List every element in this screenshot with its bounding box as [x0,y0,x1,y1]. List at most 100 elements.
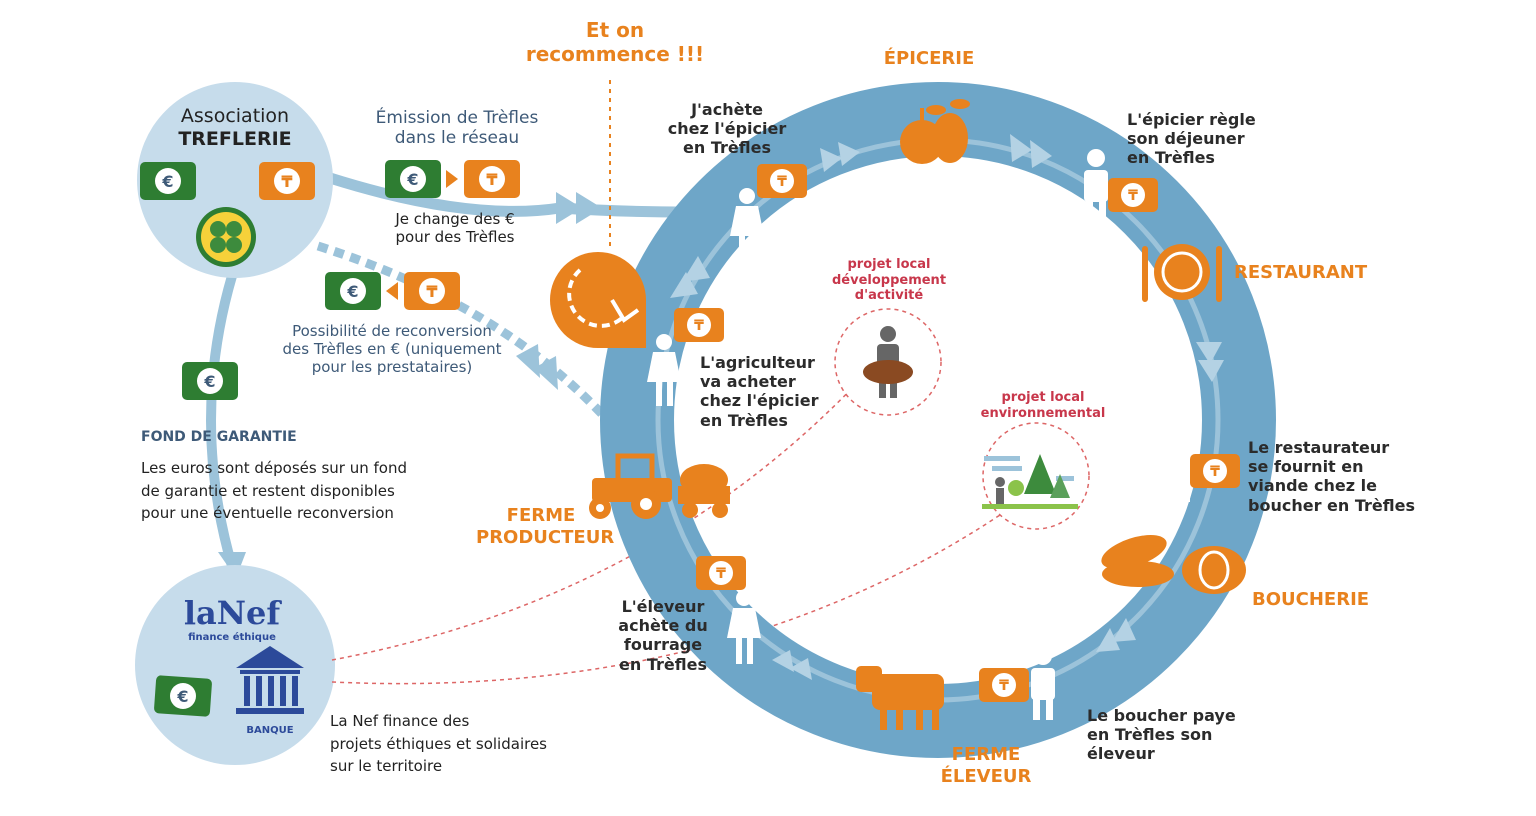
step-eleveur-line: fourrage [623,635,703,655]
step-achete-line: chez l'épicier [667,119,787,139]
ring-trefle-bill-5: ₸ [696,556,746,590]
svg-text:€: € [161,172,173,191]
emission-exchange-arrow [446,170,458,188]
station-boucherie: BOUCHERIE [1252,589,1370,610]
ring-arrow-top-1 [820,148,842,172]
association-name-line2: TREFLERIE [178,127,292,150]
bank-label: BANQUE [246,725,293,736]
fond-line3: pour une éventuelle reconversion [141,504,394,522]
station-producteur: FERME PRODUCTEUR [476,505,614,548]
svg-text:₸: ₸ [1210,464,1220,480]
ring-arrow-left-1 [670,272,698,298]
reconversion-arrow-2 [534,356,558,390]
reconversion-line3: pour les prestataires) [311,358,473,376]
step-agriculteur-line: L'agriculteur [700,353,815,372]
restart-recycle-icon [550,252,646,348]
ring-arrow-br-2 [1096,628,1120,652]
restart-label: Et on recommence !!! [520,18,710,66]
step-agriculteur-line: va acheter [700,372,796,392]
ring-arrow-br-1 [1112,618,1136,642]
ring-arrow-right-1 [1196,342,1222,364]
project-dev-line: projet local [847,257,931,272]
svg-text:₸: ₸ [777,174,787,190]
project-dev-line: d'activité [854,288,924,304]
station-eleveur: FERME ÉLEVEUR [930,744,1042,787]
svg-text:€: € [406,170,418,189]
svg-text:₸: ₸ [486,170,497,189]
change-label: Je change des € pour des Trèfles [370,210,540,246]
station-eleveur-line2: ÉLEVEUR [940,765,1032,787]
ring-trefle-bill-3: ₸ [1190,454,1240,488]
emission-trefle-bill: ₸ [464,160,520,198]
station-eleveur-line1: FERME [951,744,1021,765]
nef-line3: sur le territoire [330,757,443,775]
clover-logo-icon [196,207,256,267]
nef-description: La Nef finance des projets éthiques et s… [330,710,547,778]
reconversion-arrow-1 [516,344,540,378]
fond-line1: Les euros sont déposés sur un fond [141,459,407,477]
svg-text:₸: ₸ [694,318,704,334]
step-agriculteur-line: en Trèfles [700,410,788,430]
step-eleveur-line: L'éleveur [621,597,705,616]
guarantee-flow-path [206,274,237,568]
ring-trefle-bill-6: ₸ [674,308,724,342]
project-env-label: projet local environnemental [972,390,1114,421]
project-env-line: environnemental [980,405,1106,421]
svg-text:₸: ₸ [999,678,1009,694]
ring-arrow-bottom-1 [772,650,794,672]
step-agriculteur-line: chez l'épicier [700,391,819,411]
reconversion-exchange-arrow [386,282,398,300]
emission-line1: Émission de Trèfles [375,108,539,128]
nef-tagline: finance éthique [188,631,276,643]
change-line2: pour des Trèfles [395,228,515,246]
step-restaurateur-line: Le restaurateur [1248,438,1390,457]
step-epicier-line: en Trèfles [1127,148,1215,168]
step-eleveur-line: achète du [618,616,708,636]
association-label: Association TREFLERIE [165,105,305,151]
nef-logo: laNef [184,594,283,632]
person-bread-icon [863,326,913,398]
emission-euro-bill: € [385,160,441,198]
nef-euro-bill: € [154,675,212,717]
step-boucher: Le boucher paye en Trèfles son éleveur [1087,706,1236,764]
step-achete-line: en Trèfles [683,138,771,158]
fruit-basket-icon [900,99,970,164]
emission-line2: dans le réseau [394,128,520,149]
ring-arrow-left-2 [682,256,710,282]
person-shopper-icon [730,188,764,260]
step-epicier: L'épicier règle son déjeuner en Trèfles [1127,110,1256,168]
restart-line1: Et on [585,18,645,42]
forest-scene-icon [982,454,1078,509]
step-epicier-line: son déjeuner [1127,129,1245,149]
step-restaurateur: Le restaurateur se fournit en viande che… [1248,438,1415,515]
step-restaurateur-line: se fournit en [1248,457,1364,477]
nef-link-dev [331,379,861,661]
plate-cutlery-icon [1142,244,1222,302]
fond-description: Les euros sont déposés sur un fond de ga… [141,457,407,525]
restart-line2: recommence !!! [525,42,705,66]
association-trefle-bill: ₸ [259,162,315,200]
ring-arrow-top-2 [838,142,860,166]
step-agriculteur: L'agriculteur va acheter chez l'épicier … [700,353,819,430]
ring-trefle-bill-2: ₸ [1108,178,1158,212]
step-restaurateur-line: viande chez le [1248,476,1377,496]
step-eleveur-line: en Trèfles [619,654,707,674]
step-eleveur: L'éleveur achète du fourrage en Trèfles [608,597,718,674]
emission-arrow-2 [576,192,602,224]
meat-sausage-icon [1101,535,1246,594]
person-restaurateur-icon [1168,429,1192,502]
ring-arrow-top-4 [1030,140,1052,168]
svg-text:€: € [176,687,188,706]
station-producteur-line1: FERME [506,505,576,526]
step-epicier-line: L'épicier règle [1127,110,1256,129]
svg-text:₸: ₸ [281,172,292,191]
project-dev-line: développement [831,272,947,288]
step-restaurateur-line: boucher en Trèfles [1248,495,1415,515]
svg-text:€: € [203,372,215,391]
reconversion-line1: Possibilité de reconversion [292,322,492,340]
project-env-line: projet local [1001,390,1085,405]
ring-arrow-bottom-2 [790,658,812,680]
nef-line2: projets éthiques et solidaires [330,734,547,753]
step-achete: J'achète chez l'épicier en Trèfles [652,100,802,158]
